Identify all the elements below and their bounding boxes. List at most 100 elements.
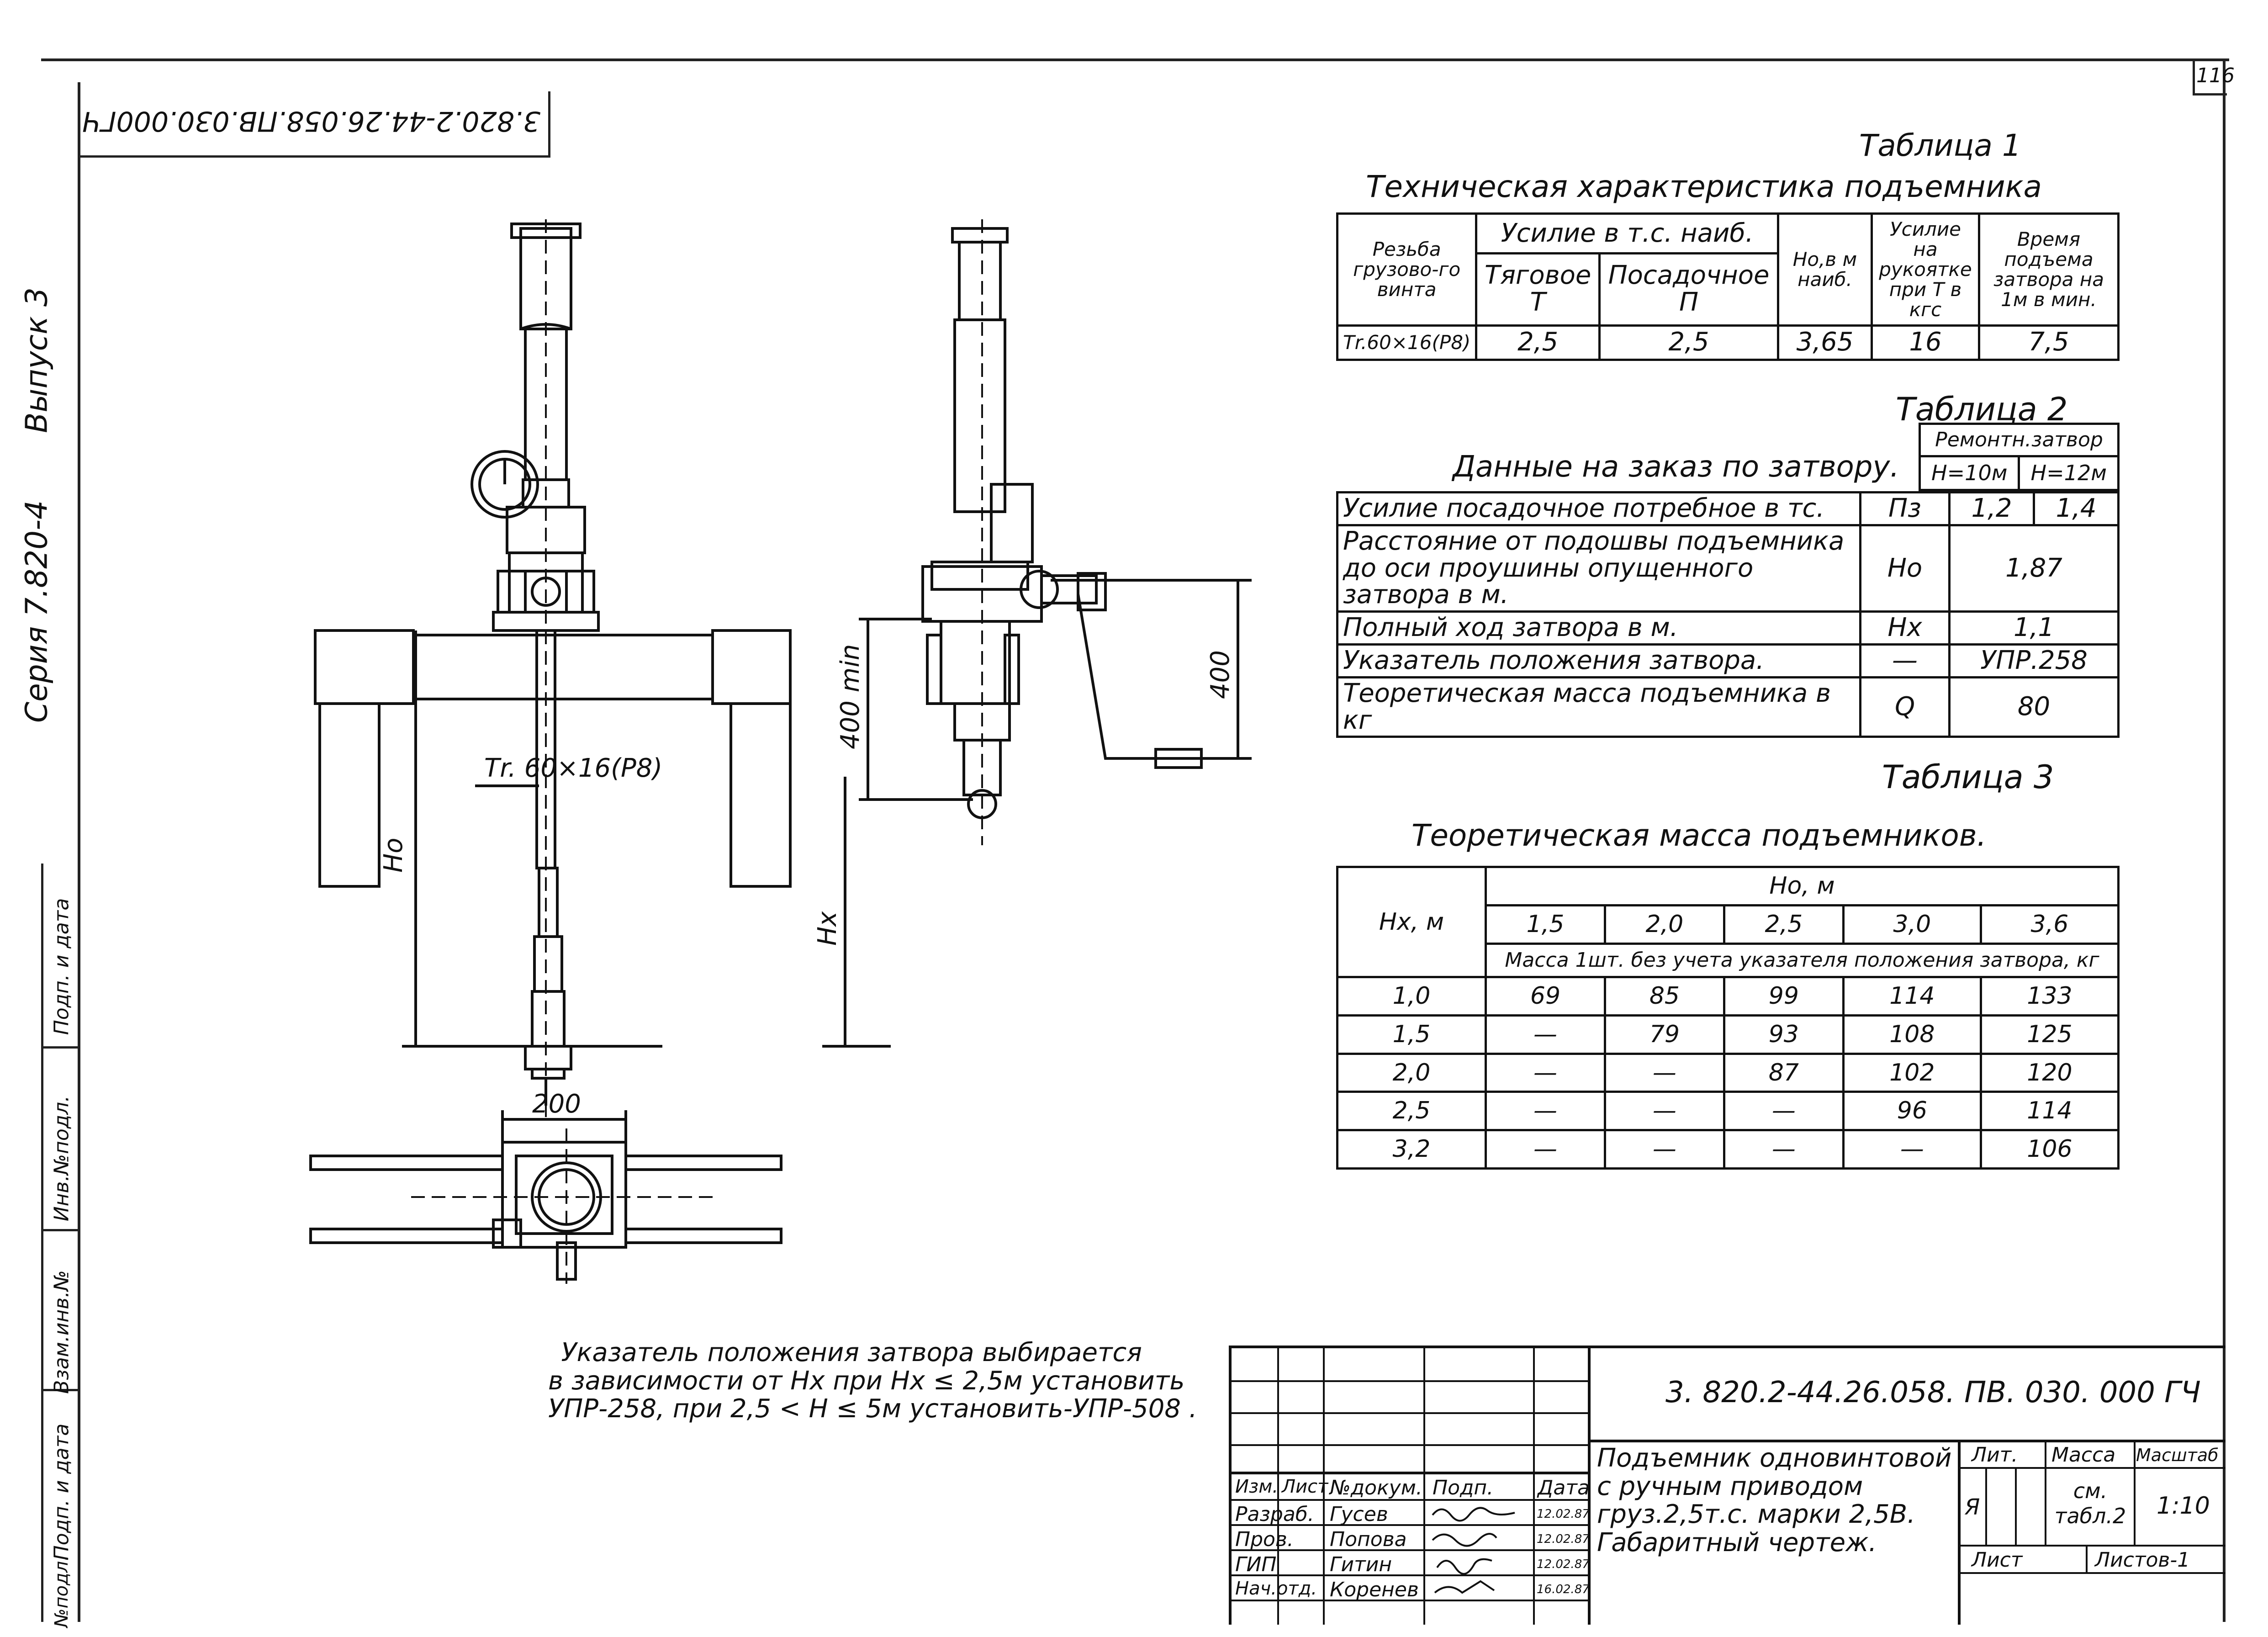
table1-head-time: Время подъема затвора на 1м в мин. (1978, 212, 2120, 327)
table3-cell: 125 (1979, 1014, 2120, 1055)
table2-head-h12: Н=12м (2018, 455, 2120, 491)
tb-name: Гусев (1330, 1503, 1388, 1526)
tb-mass-value: см. табл.2 (2054, 1478, 2126, 1529)
table3-subhead: Масса 1шт. без учета указателя положения… (1485, 942, 2120, 978)
frame-right-line (2223, 58, 2226, 1622)
table3-cell: — (1603, 1052, 1725, 1093)
table3-cell: — (1485, 1052, 1606, 1093)
tb-head-sign: Подп. (1433, 1476, 1494, 1499)
table1-cell: 7,5 (1978, 324, 2120, 361)
table1-head-handle: Усилие на рукоятке при Т в кгс (1871, 212, 1980, 327)
tb-date: 12.02.87 (1537, 1507, 1590, 1521)
side-stamp-label: №подл. (51, 1555, 72, 1628)
table3-ho-value: 2,0 (1603, 904, 1725, 945)
note-line: Указатель положения затвора выбирается (561, 1338, 1142, 1367)
table3-cell: 2,5 (1336, 1091, 1487, 1132)
table2-label: Теоретическая масса подъемника в кг (1336, 676, 1861, 738)
side-stamp: Взам.инв.№ Инв.№подл. Подп. и дата Подп.… (41, 864, 80, 1627)
thread-label: Тr. 60×16(Р8) (484, 753, 662, 783)
table1-cell: 2,5 (1475, 324, 1601, 361)
dim-200: 200 (532, 1089, 581, 1119)
mirrored-code-box (78, 91, 550, 158)
table1-head-force: Усилие в т.с. наиб. (1475, 212, 1779, 254)
drawing-code: 3. 820.2-44.26.058. ПВ. 030. 000 ГЧ (1665, 1376, 2201, 1409)
table2-value: 1,1 (1948, 610, 2120, 646)
table3-cell: 99 (1723, 975, 1845, 1017)
tb-head-doc: №докум. (1330, 1476, 1422, 1499)
table3-cell: — (1485, 1091, 1606, 1132)
table1-head-seating: Посадочное П (1598, 252, 1779, 327)
page-number: 116 (2196, 64, 2235, 87)
gauge-icon (471, 450, 539, 519)
table2-title: Данные на заказ по затвору. (1453, 450, 1899, 484)
table3-cell: 1,0 (1336, 975, 1487, 1017)
table3-cell: — (1723, 1129, 1845, 1170)
table2-sym: Q (1859, 676, 1951, 738)
table3-cell: 106 (1979, 1129, 2120, 1170)
table3: Нх, м Но, м 1,5 2,0 2,5 3,0 3,6 Масса 1ш… (1336, 866, 2120, 1170)
table3-head-ho: Но, м (1485, 866, 2120, 906)
table2-label: Усилие посадочное потребное в тс. (1336, 491, 1861, 526)
drawing-name-line: с ручным приводом (1597, 1471, 1863, 1501)
table3-cell: 79 (1603, 1014, 1725, 1055)
table1-cell: 3,65 (1777, 324, 1873, 361)
dim-ho: Но (379, 838, 408, 873)
table1-head-traction: Тяговое Т (1475, 252, 1601, 327)
table3-cell: 102 (1842, 1052, 1982, 1093)
table3-head-hx: Нх, м (1336, 866, 1487, 978)
table2-head-gate: Ремонтн.затвор (1919, 422, 2120, 458)
tb-lit-label: Лит. (1972, 1443, 2018, 1467)
table3-cell: 93 (1723, 1014, 1845, 1055)
note-text: Указатель положения затвора выбирается в… (548, 1338, 1197, 1424)
signature-marks (1432, 1507, 1515, 1594)
table3-cell: — (1485, 1129, 1606, 1170)
dim-400: 400 (1205, 650, 1235, 699)
tb-lit-value: Я (1965, 1494, 1980, 1520)
table3-cell: 87 (1723, 1052, 1845, 1093)
table3-cell: — (1842, 1129, 1982, 1170)
tb-sheet-label: Лист (1972, 1548, 2023, 1572)
table2-value: 1,87 (1948, 524, 2120, 613)
tb-date: 12.02.87 (1537, 1558, 1590, 1571)
table3-cell: 114 (1979, 1091, 2120, 1132)
table3-cell: 120 (1979, 1052, 2120, 1093)
table2-sym: Пз (1859, 491, 1951, 526)
table2-head-h10: Н=10м (1918, 455, 2020, 491)
tb-role: Разраб. (1235, 1503, 1314, 1526)
table2-label: Расстояние от подошвы подъемника до оси … (1336, 524, 1861, 613)
title-block: Изм. Лист №докум. Подп. Дата Разраб. Гус… (1229, 1346, 2226, 1625)
table2-sym: Но (1859, 524, 1951, 613)
tb-scale-label: Масштаб (2136, 1445, 2219, 1465)
table3-caption: Таблица 3 (1882, 758, 2054, 796)
side-stamp-label: Подп. и дата (50, 1423, 74, 1561)
note-line: УПР-258, при 2,5 < Н ≤ 5м установить-УПР… (548, 1394, 1197, 1424)
tb-name: Гитин (1330, 1553, 1392, 1576)
table2-sym: Нх (1859, 610, 1951, 646)
tb-mass-label: Масса (2051, 1443, 2116, 1467)
table3-cell: 133 (1979, 975, 2120, 1017)
table1-caption: Таблица 1 (1859, 128, 2021, 163)
hoist-drawing: Тr. 60×16(Р8) Но Нх 400 min 400 200 (309, 219, 1252, 1284)
drawing-name-line: Подъемник одновинтовой (1597, 1443, 1952, 1473)
table2-label: Указатель положения затвора. (1336, 643, 1861, 678)
table2-label: Полный ход затвора в м. (1336, 610, 1861, 646)
table1-head-ho: Но,в м наиб. (1777, 212, 1873, 327)
tb-role: Пров. (1235, 1528, 1294, 1551)
page-number-box (2193, 61, 2227, 95)
table3-ho-value: 1,5 (1485, 904, 1606, 945)
table3-cell: — (1723, 1091, 1845, 1132)
drawing-name: Подъемник одновинтовой с ручным приводом… (1597, 1444, 1951, 1557)
tb-name: Коренев (1330, 1578, 1419, 1601)
table1-cell: 16 (1871, 324, 1980, 361)
table3-cell: 2,0 (1336, 1052, 1487, 1093)
table1-cell: Тr.60×16(Р8) (1336, 324, 1478, 361)
tb-role: ГИП (1235, 1553, 1277, 1576)
table2-value: 1,2 (1948, 491, 2035, 526)
table2-sym: — (1859, 643, 1951, 678)
table3-ho-value: 3,6 (1979, 904, 2120, 945)
table3-cell: — (1603, 1091, 1725, 1132)
table3-cell: 85 (1603, 975, 1725, 1017)
table2-gate-header: Ремонтн.затвор Н=10м Н=12м (1918, 422, 2120, 491)
table1-title: Техническая характеристика подъемника (1366, 169, 2042, 204)
table2: Усилие посадочное потребное в тс. Пз 1,2… (1336, 491, 2120, 738)
